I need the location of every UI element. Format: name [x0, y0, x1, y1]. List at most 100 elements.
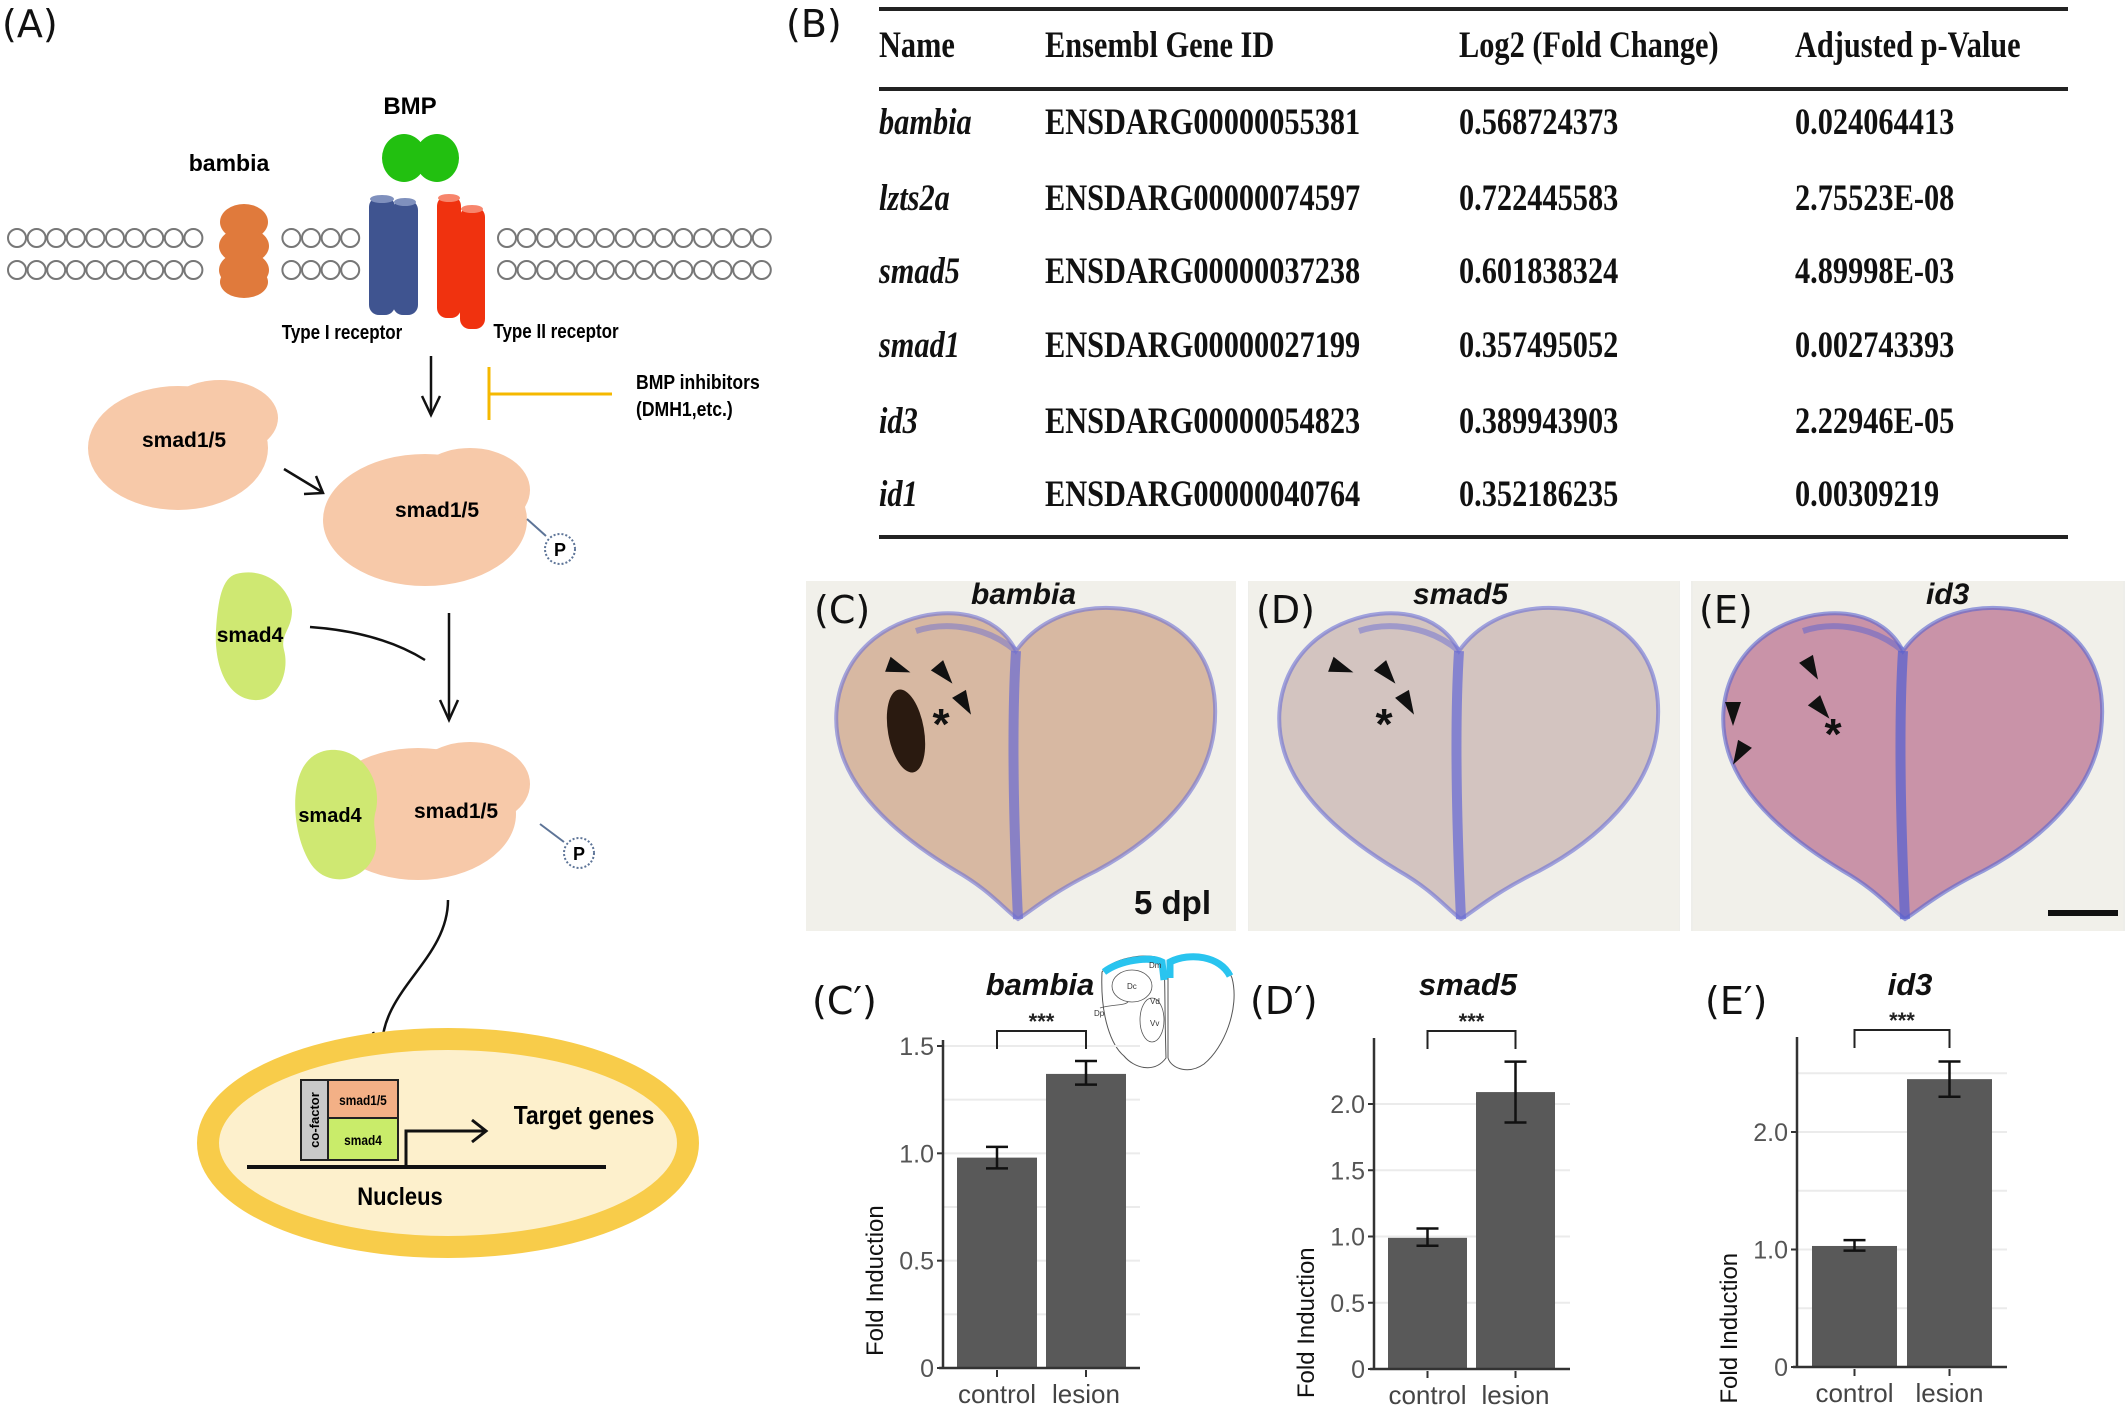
- dmh1-label: (DMH1,etc.): [636, 398, 733, 420]
- lipid-head: [340, 228, 361, 248]
- complex-formation-arrow: [438, 613, 460, 724]
- smad4-free: [215, 572, 292, 701]
- lipid-head: [575, 228, 596, 248]
- lipid-head: [301, 228, 321, 248]
- x-tick-label: control: [1815, 1378, 1893, 1407]
- bar-control: [957, 1157, 1037, 1368]
- lipid-head: [26, 228, 47, 248]
- bmp-label: BMP: [383, 93, 436, 120]
- panel-label-cp: (C′): [812, 979, 877, 1023]
- lipid-head: [144, 260, 165, 280]
- micrograph-title: smad5: [1413, 578, 1509, 611]
- lipid-head: [732, 260, 753, 280]
- nucleus: [197, 1028, 699, 1258]
- lipid-head: [653, 228, 674, 248]
- lipid-head: [163, 260, 184, 280]
- table-cell-gene-name: id3: [879, 401, 918, 442]
- smad-complex: [295, 742, 530, 880]
- lipid-head: [105, 260, 125, 280]
- arrowhead-marker-icon: [930, 660, 953, 684]
- bmp-inhibitors-label: BMP inhibitors: [636, 371, 760, 393]
- smad4-label-2: smad4: [298, 805, 362, 827]
- lipid-head: [595, 260, 615, 280]
- lesion-marker: *: [1824, 710, 1842, 759]
- arrowhead-marker-icon: [1373, 660, 1396, 684]
- ventricle-stain: [1008, 650, 1023, 920]
- smad4-binding-curve: [309, 625, 426, 662]
- lipid-head: [320, 260, 341, 280]
- y-tick-label: 1.0: [899, 1140, 934, 1168]
- lipid-head: [7, 260, 27, 280]
- bar-control: [1812, 1245, 1897, 1367]
- ventricle-stain: [1451, 650, 1466, 920]
- smad15-phosphorylated: [323, 448, 530, 586]
- error-bar: [1416, 1227, 1439, 1248]
- lipid-head: [575, 260, 596, 280]
- micrograph-bambia: *: [806, 581, 1236, 931]
- cell-smad15-label: smad1/5: [339, 1092, 387, 1108]
- arrowhead-marker-icon: [1807, 695, 1830, 719]
- bar-control: [1388, 1237, 1467, 1369]
- table-bottom-rule: [879, 535, 2068, 539]
- nucleus-label: Nucleus: [357, 1183, 443, 1211]
- lipid-head: [144, 228, 165, 248]
- lipid-head: [732, 228, 753, 248]
- table-top-rule: [879, 7, 2068, 11]
- table-cell-gene-name: id1: [879, 474, 918, 515]
- table-cell: 2.22946E-05: [1795, 401, 1955, 442]
- lipid-head: [105, 228, 125, 248]
- phospho-group-icon-2: [563, 837, 595, 869]
- micrograph-title: bambia: [971, 578, 1077, 611]
- bmp-ligand: [382, 134, 459, 182]
- lipid-head: [555, 228, 576, 248]
- y-tick-label: 0.5: [899, 1248, 934, 1276]
- table-cell: 0.00309219: [1795, 474, 1940, 515]
- y-axis-label: Fold Induction: [1293, 1247, 1320, 1398]
- table-cell: 0.389943903: [1459, 401, 1619, 442]
- panel-label-a: (A): [2, 2, 58, 46]
- inset-label-vd: Vd: [1150, 997, 1160, 1006]
- y-tick-label: 1.0: [1330, 1224, 1365, 1252]
- table-cell: 4.89998E-03: [1795, 251, 1955, 292]
- lipid-head: [614, 260, 635, 280]
- lipid-head: [555, 260, 576, 280]
- micrograph-id3: *: [1691, 581, 2125, 931]
- x-tick-label: lesion: [1052, 1379, 1120, 1407]
- lipid-head: [751, 228, 772, 248]
- inset-label-dp: Dp: [1094, 1009, 1105, 1018]
- lesion-marker: *: [932, 700, 950, 749]
- smad15-label-2: smad1/5: [395, 499, 479, 522]
- x-tick-label: lesion: [1916, 1378, 1984, 1407]
- panel-label-d: (D): [1256, 588, 1315, 632]
- lipid-head: [183, 260, 204, 280]
- lipid-head: [673, 260, 694, 280]
- y-tick-label: 2.0: [1753, 1119, 1788, 1147]
- table-cell: ENSDARG00000055381: [1045, 102, 1361, 143]
- lipid-head: [673, 228, 694, 248]
- brain-section-inset: Dm Dc Vd Dp Vv: [1094, 953, 1235, 1071]
- lipid-head: [320, 228, 341, 248]
- panel-label-c: (C): [814, 588, 871, 632]
- table-header-2: Log2 (Fold Change): [1459, 25, 1719, 66]
- panel-label-ep: (E′): [1705, 979, 1768, 1023]
- lipid-head: [712, 260, 733, 280]
- significance-bracket: [1426, 1030, 1517, 1049]
- lipid-head: [7, 228, 27, 248]
- y-tick-label: 0: [1774, 1354, 1788, 1382]
- bambia-protein: [219, 204, 269, 298]
- lipid-head: [497, 228, 517, 248]
- error-bar: [986, 1145, 1008, 1170]
- bambia-label: bambia: [189, 150, 270, 176]
- lipid-head: [46, 260, 67, 280]
- lipid-head: [595, 228, 615, 248]
- panel-label-e: (E): [1699, 588, 1753, 632]
- lipid-head: [712, 228, 733, 248]
- scale-bar: [2048, 910, 2118, 916]
- table-header-rule: [879, 87, 2068, 91]
- inhibitor-bar: [487, 367, 612, 420]
- smad15-label-3: smad1/5: [414, 800, 498, 823]
- table-cell: 0.601838324: [1459, 251, 1619, 292]
- x-tick-label: control: [958, 1379, 1036, 1407]
- lipid-head: [536, 228, 557, 248]
- type-ii-receptor-label: Type II receptor: [493, 320, 618, 343]
